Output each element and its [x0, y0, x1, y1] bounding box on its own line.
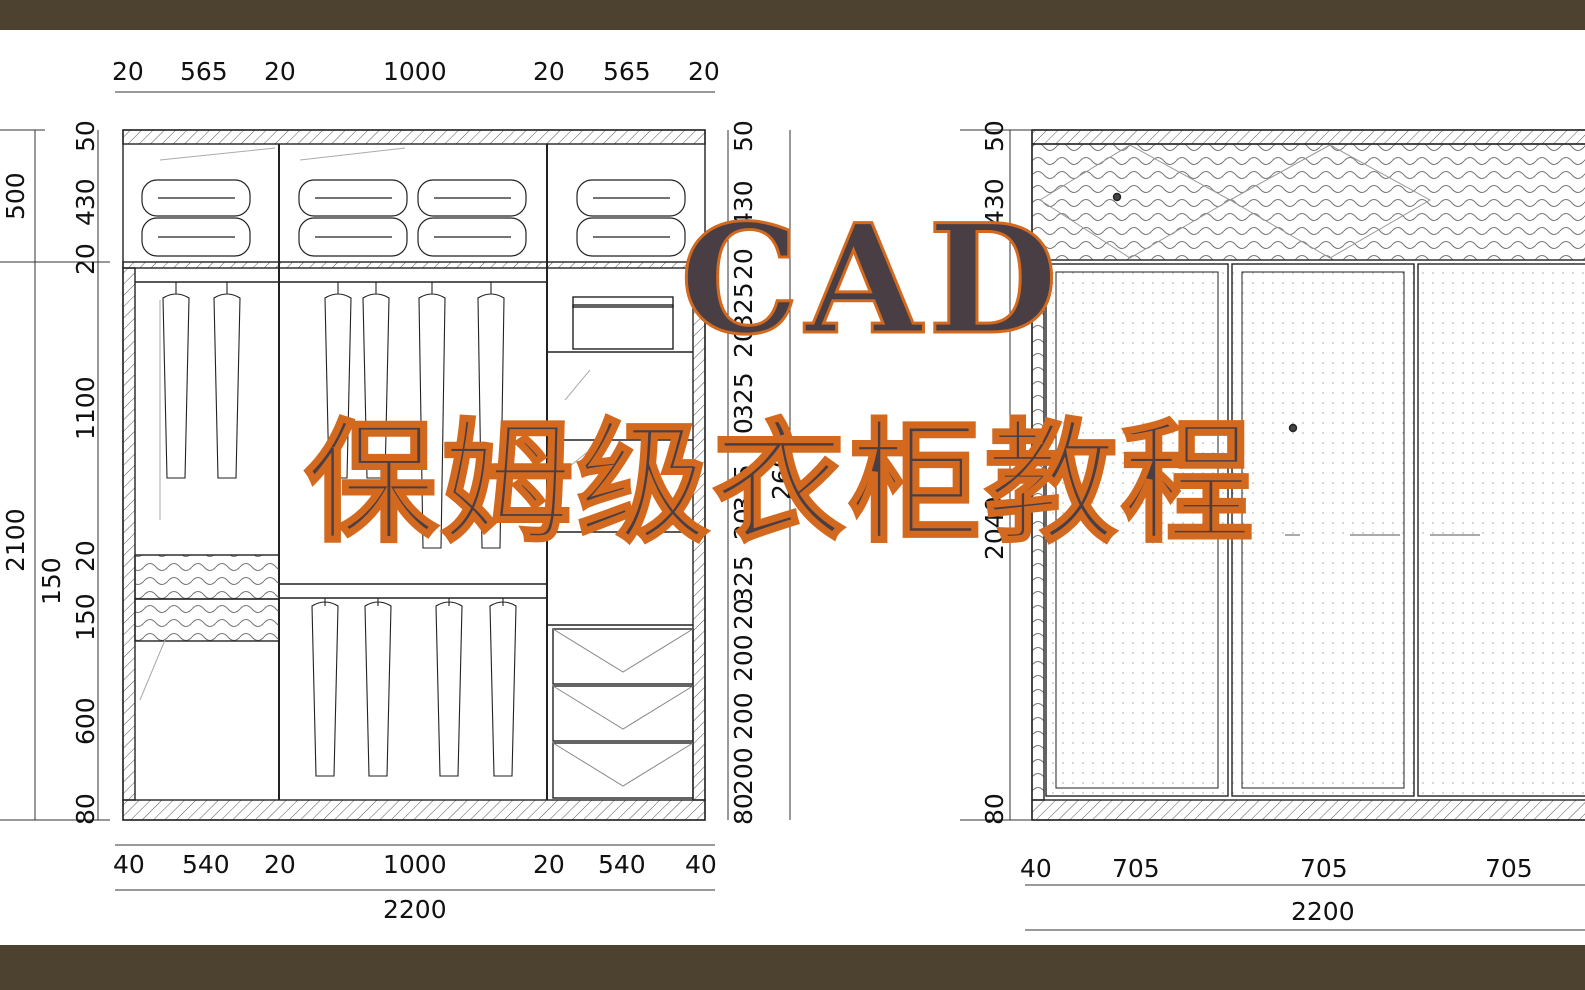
dim-left-inner: 430: [71, 178, 100, 226]
sliding-door: [1417, 263, 1585, 797]
top-band: [0, 0, 1585, 30]
dim-right-inner: 325: [729, 282, 758, 330]
dim-bottom: 705: [1485, 854, 1533, 883]
right-dimension-lines: [960, 129, 1585, 931]
dim-left-inner: 150: [71, 593, 100, 641]
dim-left-outer: 2100: [1, 508, 30, 572]
dim-right-inner: 50: [729, 120, 758, 152]
dim-left-extra: 150: [37, 557, 66, 605]
base-plinth: [1031, 799, 1585, 821]
base-plinth: [122, 799, 706, 821]
title-subtitle: 保姆级衣柜教程: [304, 406, 1257, 561]
storage-box-lid: [572, 296, 674, 308]
dim-bottom: 1000: [383, 850, 447, 879]
dim-total-width: 2200: [1291, 897, 1355, 926]
top-panel: [122, 129, 706, 145]
dim-right-inner: 325: [729, 555, 758, 603]
dim-right-inner: 20: [729, 248, 758, 280]
storage-box: [572, 304, 674, 350]
dim-right-outer: 2600: [767, 436, 796, 500]
sliding-door: [1231, 263, 1415, 797]
dim-bottom: 40: [113, 850, 145, 879]
dim-top: 20: [112, 57, 144, 86]
side-panel: [1031, 259, 1045, 801]
drawer: [552, 742, 694, 799]
dim-right-inner: 325: [729, 372, 758, 420]
left-dimension-lines: [0, 91, 791, 891]
dim-top: 20: [688, 57, 720, 86]
dim-top: 565: [180, 57, 228, 86]
dim-right-inner: 20: [729, 508, 758, 540]
dim-bottom: 540: [182, 850, 230, 879]
dim-bottom: 20: [264, 850, 296, 879]
drawer: [552, 628, 694, 685]
drawer: [134, 554, 280, 600]
dim-top: 20: [533, 57, 565, 86]
dim-right-inner: 20: [729, 418, 758, 450]
dim-bottom: 705: [1300, 854, 1348, 883]
dim-total-width: 2200: [383, 895, 447, 924]
dim-left-inner: 20: [71, 243, 100, 275]
title-cad: CAD: [679, 192, 1064, 368]
folded-blankets: [141, 179, 686, 257]
dim-top: 565: [603, 57, 651, 86]
hanging-garments: [162, 282, 517, 777]
drawer: [134, 598, 280, 642]
dim-top: 1000: [383, 57, 447, 86]
dim-right-left: 2040: [980, 496, 1009, 560]
dim-right-left: 80: [980, 793, 1009, 825]
cad-drawing: 20 565 20 1000 20 565 20 40 540 20 1000 …: [0, 57, 1585, 931]
dim-right-inner: 20: [729, 326, 758, 358]
left-side-panel: [122, 267, 136, 801]
dim-bottom: 705: [1112, 854, 1160, 883]
top-shelf: [122, 261, 706, 269]
sliding-door: [1045, 263, 1229, 797]
dim-left-inner: 80: [71, 793, 100, 825]
dim-left-inner: 600: [71, 697, 100, 745]
dim-right-left: 50: [980, 120, 1009, 152]
dim-right-inner: 325: [729, 464, 758, 512]
dim-right-inner: 430: [729, 180, 758, 228]
right-side-panel: [692, 267, 706, 801]
left-elevation: [122, 129, 706, 821]
dim-right-inner: 200: [729, 747, 758, 795]
dim-right-inner: 200: [729, 634, 758, 682]
dim-left-outer: 500: [1, 172, 30, 220]
dim-top: 20: [264, 57, 296, 86]
top-panel: [1031, 129, 1585, 145]
dim-bottom: 20: [533, 850, 565, 879]
dim-bottom: 40: [1020, 854, 1052, 883]
dim-right-inner: 80: [729, 793, 758, 825]
dim-right-inner: 200: [729, 692, 758, 740]
dim-right-inner: 20: [729, 598, 758, 630]
bottom-band: [0, 945, 1585, 990]
dim-bottom: 40: [685, 850, 717, 879]
dim-bottom: 540: [598, 850, 646, 879]
dim-left-inner: 50: [71, 120, 100, 152]
top-cabinet-doors: [1031, 143, 1585, 261]
dim-right-left: 430: [980, 178, 1009, 226]
dim-left-inner: 20: [71, 540, 100, 572]
right-elevation: [1031, 129, 1585, 821]
drawer: [552, 685, 694, 742]
dim-left-inner: 1100: [71, 376, 100, 440]
